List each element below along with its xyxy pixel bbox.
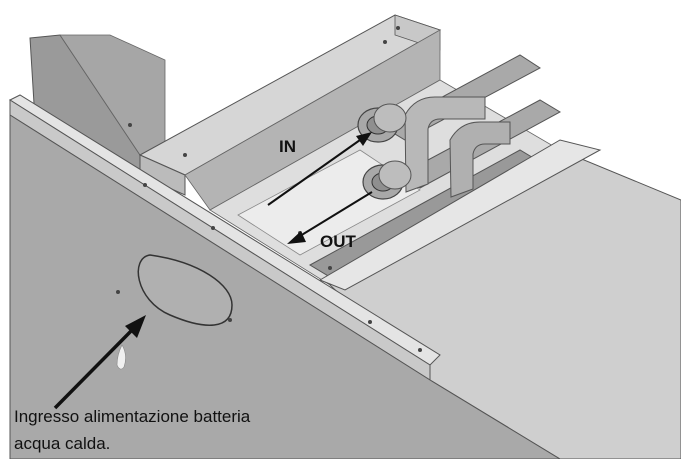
outlet-label: OUT [320, 232, 357, 251]
fastener-dots [116, 26, 422, 352]
pipe-elbows [404, 96, 511, 198]
caption-line-2: acqua calda. [14, 434, 110, 453]
right-panel-top-edge [318, 139, 602, 291]
inlet-label: IN [279, 137, 296, 156]
inlet-arrow [267, 132, 372, 206]
caption-line-1: Ingresso alimentazione batteria [14, 407, 251, 426]
supply-inlet-knockout [137, 254, 233, 326]
front-panel [9, 114, 561, 459]
caption-pointer-arrow [53, 315, 146, 410]
drip-mark [116, 344, 126, 370]
outlet-fitting [362, 160, 412, 200]
outlet-arrow [287, 191, 373, 244]
top-flange-front [139, 154, 186, 196]
